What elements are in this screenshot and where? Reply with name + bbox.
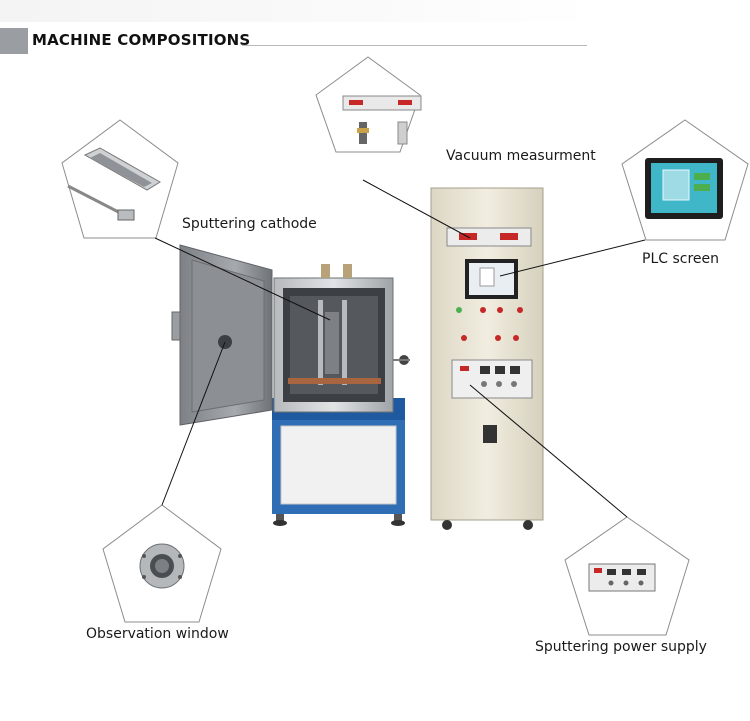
label-observation-window: Observation window	[86, 626, 229, 642]
header-rule	[242, 45, 587, 46]
label-vacuum-measurement: Vacuum measurment	[446, 148, 596, 164]
pentagon-plc-screen	[621, 119, 749, 241]
header-background	[0, 0, 600, 22]
leader-lines	[154, 179, 646, 518]
label-sputtering-power-supply: Sputtering power supply	[535, 639, 707, 655]
pentagon-observation-window	[102, 504, 222, 623]
pentagon-sputtering-power-supply	[564, 516, 690, 636]
header-accent-bar	[0, 28, 28, 54]
chamber-frame	[272, 398, 405, 526]
label-plc-screen: PLC screen	[642, 251, 720, 267]
control-cabinet	[430, 187, 544, 530]
leader-window	[161, 341, 226, 506]
leader-power	[469, 384, 628, 518]
chamber-door	[171, 244, 273, 426]
leader-cathode	[154, 237, 331, 321]
label-sputtering-cathode: Sputtering cathode	[182, 216, 317, 232]
page-title: MACHINE COMPOSITIONS	[32, 31, 251, 49]
leader-plc	[499, 239, 646, 277]
pentagon-sputtering-cathode	[61, 119, 179, 239]
pentagon-vacuum-measurement	[315, 56, 422, 153]
vacuum-chamber	[273, 264, 410, 413]
leader-vacuum	[362, 179, 471, 239]
